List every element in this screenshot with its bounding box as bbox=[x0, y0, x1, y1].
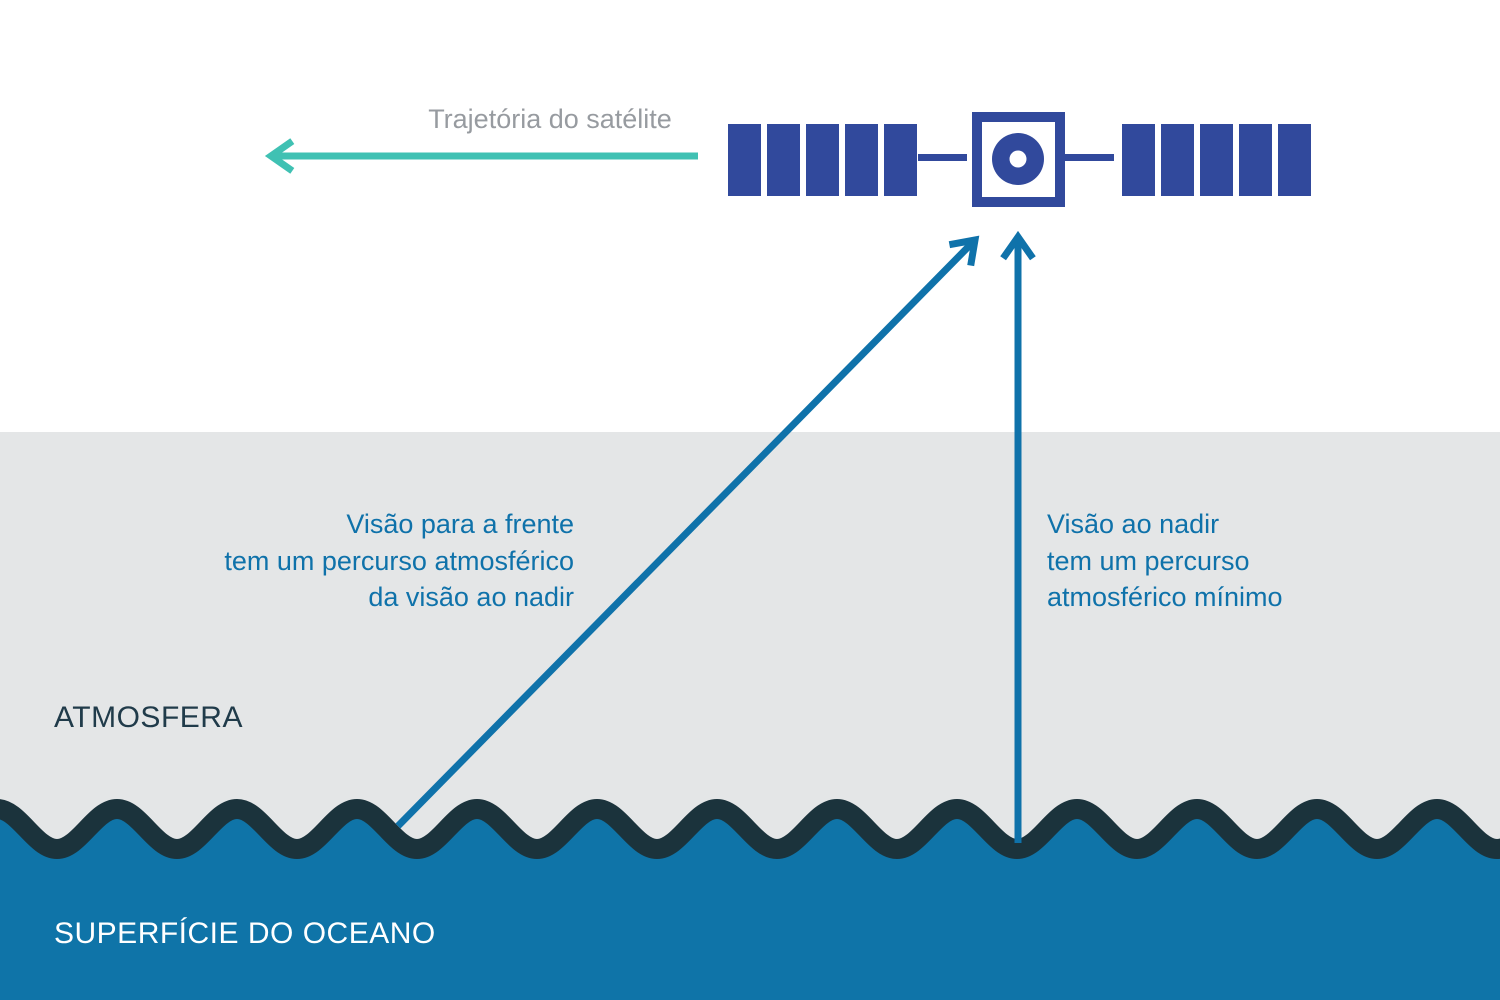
nadir-view-label-line-2: tem um percurso bbox=[1047, 545, 1250, 576]
satellite-track-label: Trajetória do satélite bbox=[428, 104, 672, 134]
nadir-view-arrow-icon bbox=[1000, 230, 1036, 843]
forward-view-label-line-2: tem um percurso atmosférico bbox=[224, 545, 574, 576]
nadir-view-label-line-3: atmosférico mínimo bbox=[1047, 582, 1283, 612]
satellite-right-boom bbox=[1065, 154, 1114, 161]
nadir-view-label: Visão ao nadir tem um percurso atmosféri… bbox=[1047, 506, 1283, 616]
ocean-fill bbox=[0, 809, 1500, 1000]
forward-view-label: Visão para a frente tem um percurso atmo… bbox=[130, 506, 574, 616]
ocean-surface-label: SUPERFÍCIE DO OCEANO bbox=[54, 917, 436, 950]
satellite-icon bbox=[728, 112, 1311, 207]
satellite-sensor-aperture bbox=[1009, 150, 1027, 168]
satellite-track-arrow-icon bbox=[264, 138, 698, 174]
satellite-left-solar-panel bbox=[728, 124, 917, 196]
satellite-right-solar-panel bbox=[1122, 124, 1311, 196]
ocean-surface-wave bbox=[0, 798, 1500, 860]
forward-view-arrow-icon bbox=[395, 235, 980, 829]
atmosphere-label: ATMOSFERA bbox=[54, 701, 243, 734]
nadir-view-label-line-1: Visão ao nadir bbox=[1047, 509, 1220, 539]
forward-view-label-line-1: Visão para a frente bbox=[346, 509, 574, 539]
satellite-left-boom bbox=[918, 154, 967, 161]
forward-view-label-line-3: da visão ao nadir bbox=[368, 582, 574, 612]
